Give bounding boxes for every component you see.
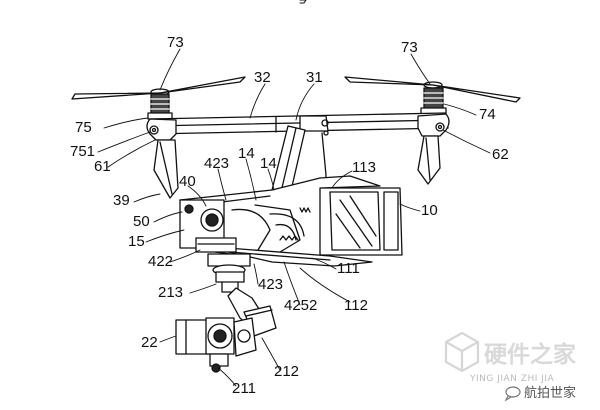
battery-box	[317, 187, 403, 256]
label-62: 62	[492, 146, 509, 163]
label-14-right: 14	[260, 155, 277, 172]
label-74: 74	[479, 106, 496, 123]
right-propeller	[344, 76, 521, 103]
watermark-account-name: 航拍世家	[524, 385, 576, 401]
label-39: 39	[113, 192, 130, 209]
label-422: 422	[148, 253, 173, 270]
label-212: 212	[274, 363, 299, 380]
watermark-site-pinyin: YING JIAN ZHI JIA	[469, 374, 555, 384]
label-15: 15	[128, 233, 145, 250]
left-landing-leg	[146, 118, 179, 199]
label-61: 61	[94, 158, 111, 175]
label-31: 31	[306, 69, 323, 86]
label-22: 22	[141, 334, 158, 351]
label-423-top: 423	[204, 155, 229, 172]
label-50: 50	[133, 213, 150, 230]
label-10: 10	[421, 202, 438, 219]
reference-numerals: 73 73 32 31 74 75 751 61 62 39 40 423 14…	[70, 34, 509, 397]
watermark: 硬件之家 YING JIAN ZHI JIA 航拍世家	[444, 331, 576, 402]
label-4252: 4252	[284, 297, 317, 314]
right-landing-leg	[417, 113, 450, 185]
drone-linework	[71, 0, 521, 387]
watermark-site-name: 硬件之家	[484, 341, 576, 368]
label-111: 111	[337, 260, 360, 277]
right-motor	[420, 87, 447, 116]
label-112: 112	[344, 297, 368, 314]
label-423-bottom: 423	[258, 276, 283, 293]
front-sensor-block	[179, 199, 237, 253]
left-motor	[147, 93, 173, 120]
camera	[175, 317, 257, 373]
label-32: 32	[254, 69, 271, 86]
leader-lines	[97, 48, 491, 387]
label-113: 113	[352, 159, 376, 176]
label-14-left: 14	[238, 145, 255, 162]
cube-logo-icon	[444, 331, 480, 373]
speech-bubble-icon	[504, 386, 521, 402]
label-75: 75	[75, 119, 92, 136]
gimbal-mount	[207, 253, 251, 293]
label-40: 40	[179, 173, 196, 190]
label-73-right: 73	[401, 39, 418, 56]
label-211: 211	[232, 380, 256, 397]
label-213: 213	[158, 284, 183, 301]
label-73-left: 73	[167, 34, 184, 51]
label-751: 751	[70, 143, 95, 160]
